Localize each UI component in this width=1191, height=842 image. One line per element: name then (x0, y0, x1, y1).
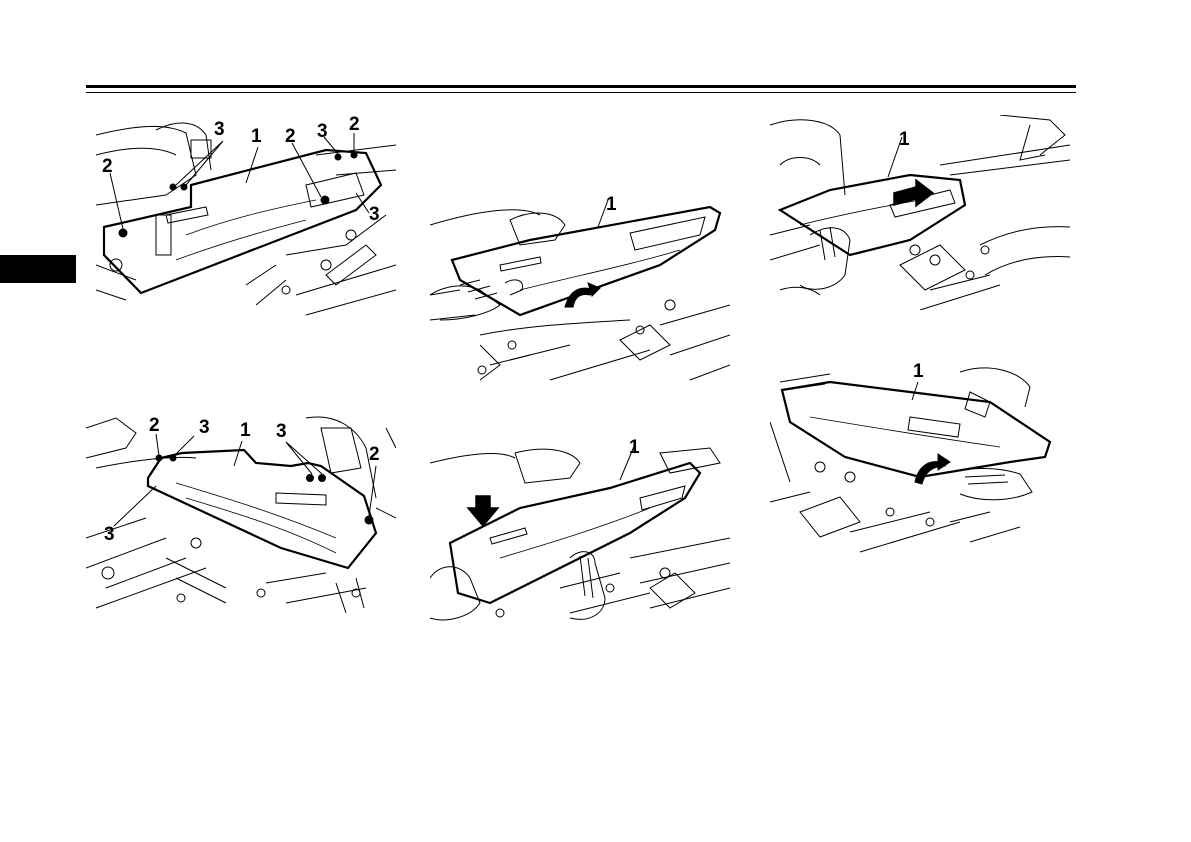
callout-fig1-c3: 2 (285, 127, 296, 146)
illustration-remove-cover-slide (770, 115, 1070, 310)
callout-fig6-c1: 1 (913, 362, 924, 381)
illustration-remove-cover-lift (430, 195, 730, 385)
callout-fig1-c6: 2 (102, 157, 113, 176)
callout-fig2-c6: 3 (104, 525, 115, 544)
callout-fig2-c2: 3 (199, 418, 210, 437)
callout-fig2-c1: 2 (149, 416, 160, 435)
callout-fig2-c3: 1 (240, 421, 251, 440)
callout-fig1-c1: 3 (214, 120, 225, 139)
callout-fig1-c4: 3 (317, 122, 328, 141)
illustration-install-cover-press (430, 438, 730, 630)
callout-fig1-c5: 2 (349, 115, 360, 134)
figure-install-cover-hook: 1 (770, 362, 1070, 554)
callout-fig2-c4: 3 (276, 422, 287, 441)
illustration-side-cover-bolts-top (96, 115, 396, 320)
header-rule-thin (86, 92, 1076, 93)
figure-side-cover-bolts-bottom: 2 3 1 3 2 3 (86, 408, 396, 613)
header-rule-thick (86, 85, 1076, 88)
callout-fig2-c5: 2 (369, 445, 380, 464)
figure-side-cover-bolts-top: 3 1 2 3 2 2 3 (96, 115, 396, 320)
callout-fig3-c1: 1 (606, 195, 617, 214)
callout-fig5-c1: 1 (899, 130, 910, 149)
callout-fig1-c7: 3 (369, 205, 380, 224)
callout-fig1-c2: 1 (251, 127, 262, 146)
callout-fig4-c1: 1 (629, 438, 640, 457)
figure-remove-cover-slide: 1 (770, 115, 1070, 310)
figure-remove-cover-lift: 1 (430, 195, 730, 385)
figure-install-cover-press: 1 (430, 438, 730, 630)
illustration-install-cover-hook (770, 362, 1070, 554)
chapter-tab-marker (0, 255, 76, 283)
